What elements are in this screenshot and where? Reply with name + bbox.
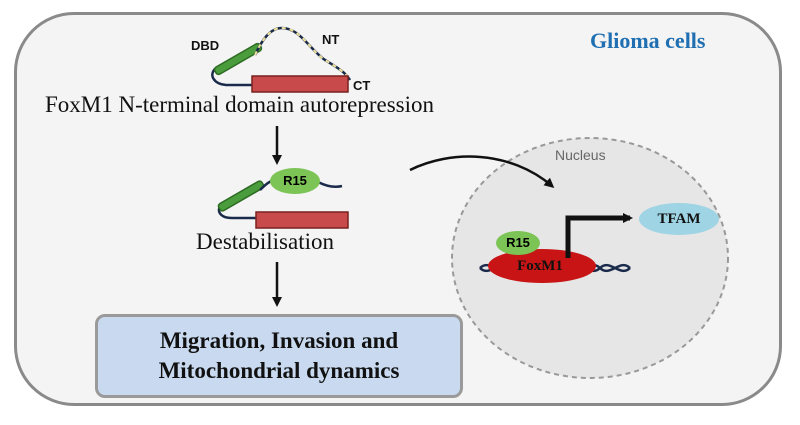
r15-tag-top: R15 (283, 173, 307, 188)
destab-ct-domain (255, 211, 349, 229)
foxm1-destabilised-structure (217, 168, 349, 229)
destabilisation-label: Destabilisation (196, 229, 334, 254)
r15-tag-nucleus: R15 (506, 235, 530, 250)
dbd-label: DBD (191, 38, 220, 53)
r15-bubble-nucleus (496, 231, 540, 255)
arrow-to-nucleus (409, 155, 555, 188)
outcome-line-2: Mitochondrial dynamics (158, 358, 400, 383)
outcome-box: Migration, Invasion and Mitochondrial dy… (95, 314, 463, 398)
ct-label: CT (353, 78, 371, 93)
diagram-title: Glioma cells (590, 28, 706, 53)
autorepression-label: FoxM1 N-terminal domain autorepression (45, 92, 435, 117)
foxm1-folded-structure (211, 26, 352, 93)
nucleus-label: Nucleus (555, 147, 606, 163)
nucleus (451, 137, 729, 379)
tfam-tag: TFAM (657, 211, 701, 227)
ct-domain (251, 75, 349, 93)
foxm1-tag: FoxM1 (517, 258, 563, 274)
destab-dbd-helix (217, 180, 265, 212)
dbd-helix (213, 42, 263, 76)
nt-label: NT (322, 32, 340, 47)
nt-dashed-tail (254, 26, 351, 81)
transcription-arrow (565, 213, 633, 258)
outcome-line-1: Migration, Invasion and (159, 328, 399, 353)
tfam-ellipse (639, 203, 719, 235)
r15-bubble-top (270, 168, 320, 194)
